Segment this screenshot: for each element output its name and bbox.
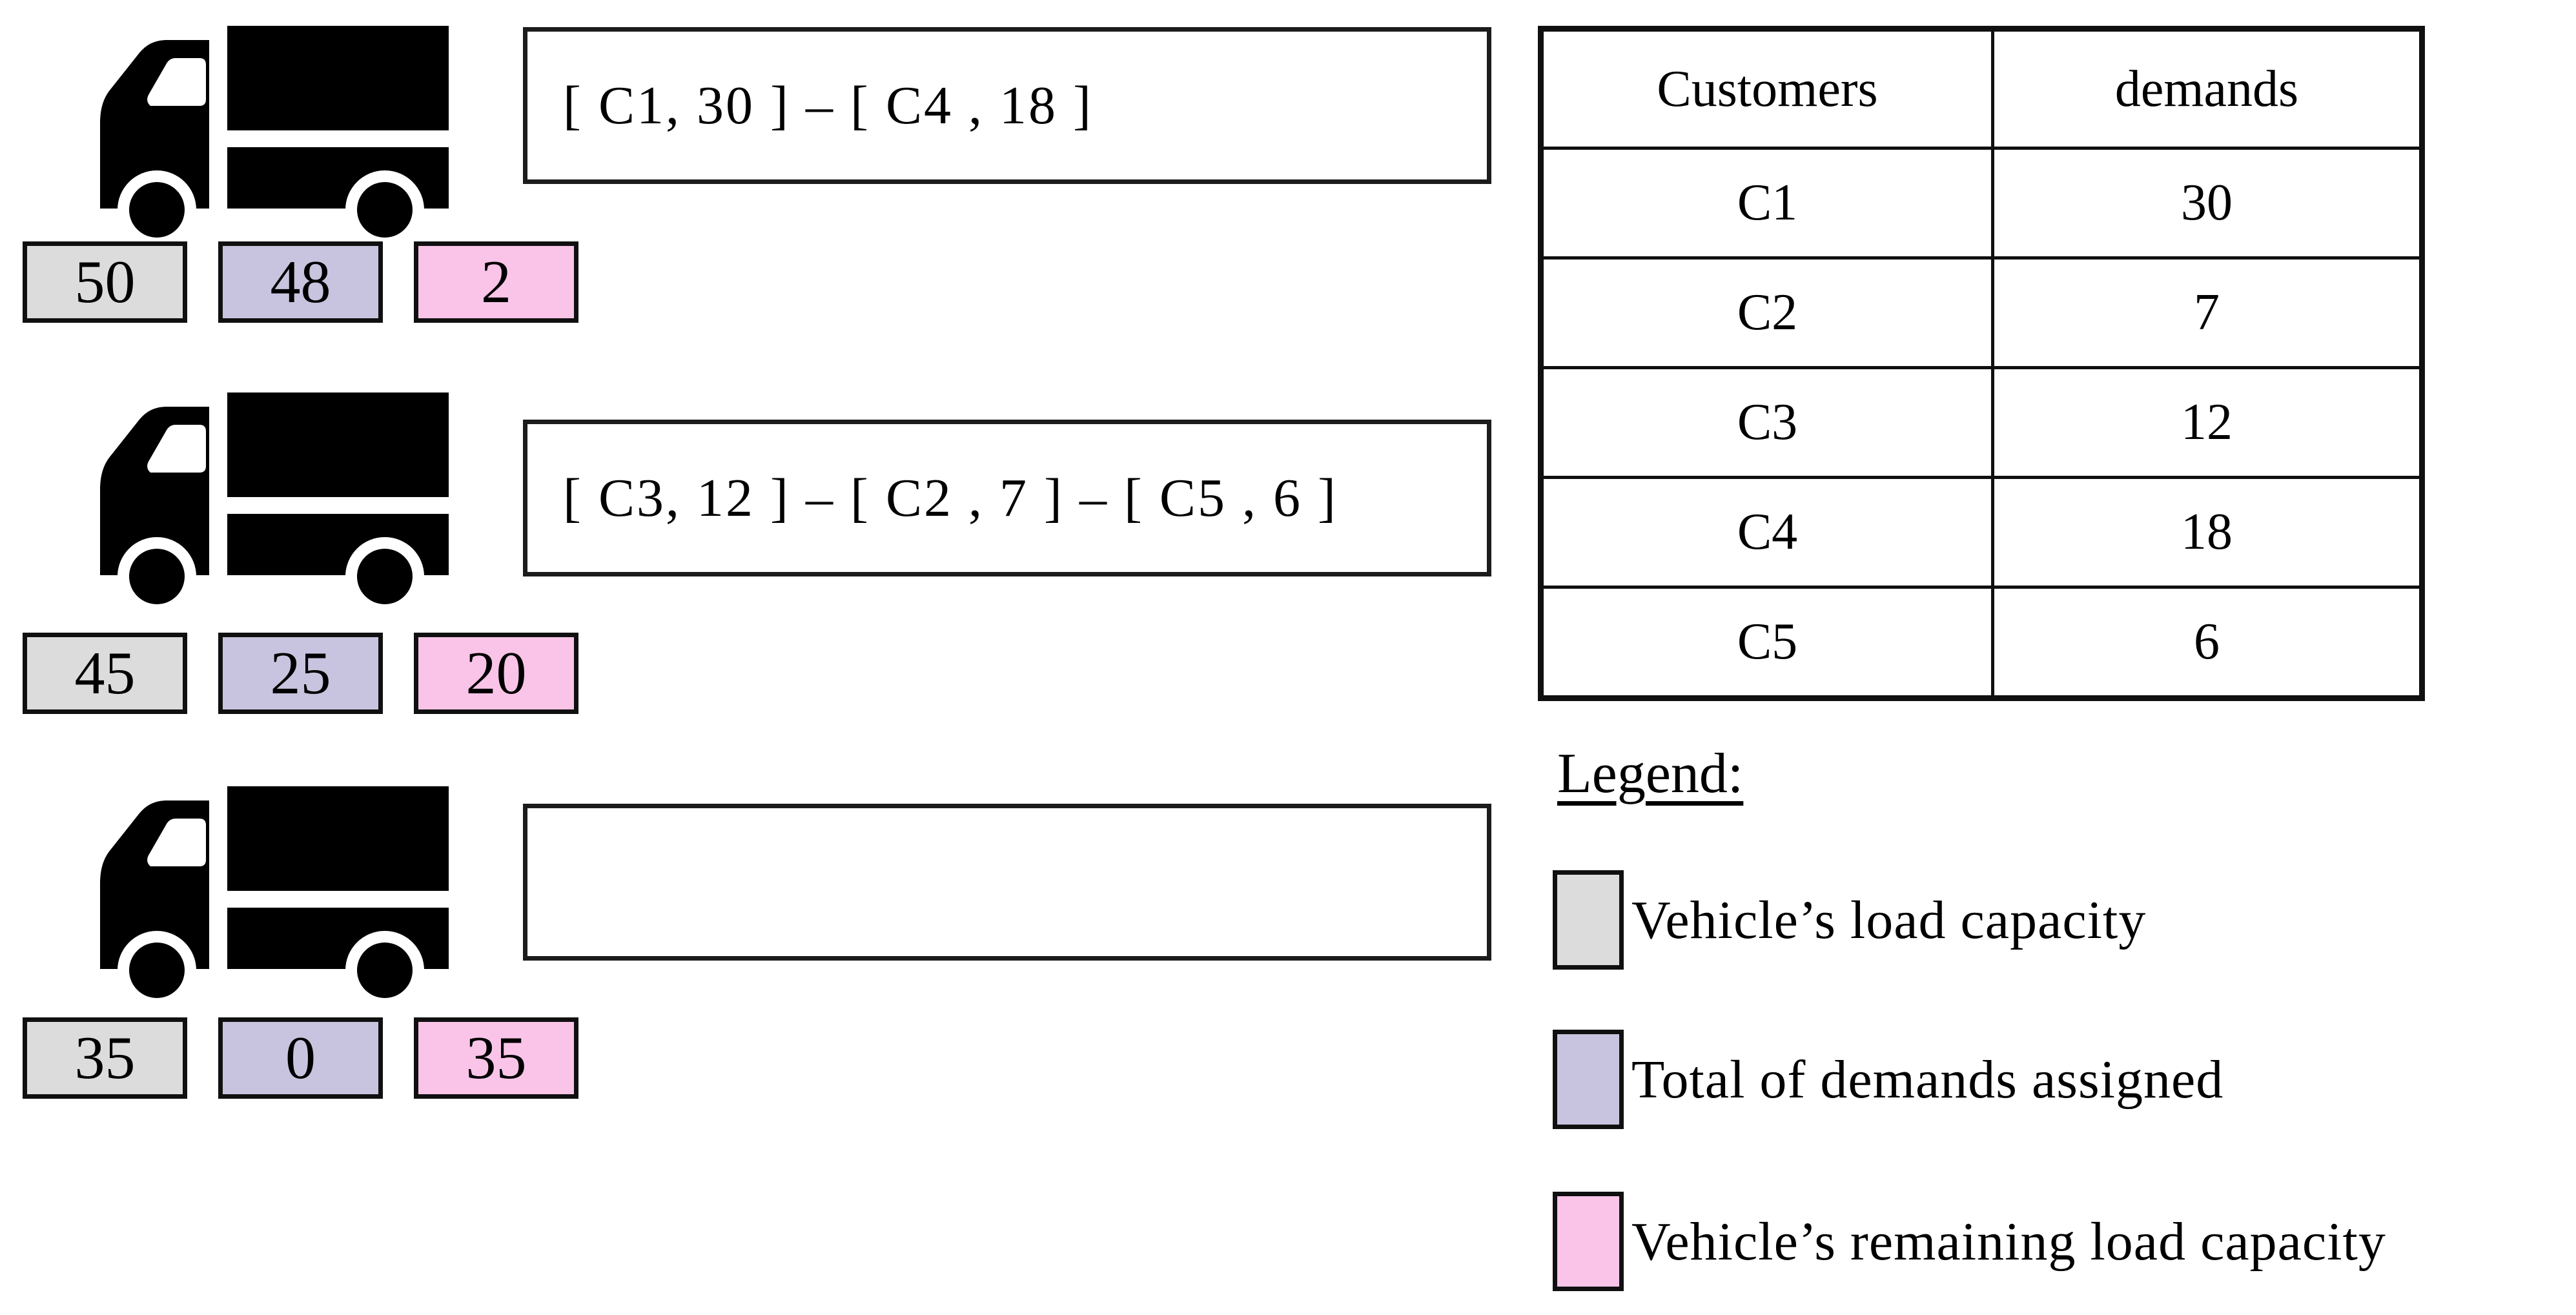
vehicle-3-remaining-capacity-box: 35 bbox=[414, 1017, 578, 1099]
customer-cell: C2 bbox=[1539, 256, 1994, 369]
legend-item-demands-assigned: Total of demands assigned bbox=[1553, 1030, 2223, 1129]
demand-cell: 18 bbox=[1991, 476, 2424, 589]
remaining-capacity-value: 2 bbox=[481, 249, 511, 316]
truck-icon bbox=[100, 26, 449, 239]
table-row: C3 12 bbox=[1539, 366, 2424, 479]
truck-icon bbox=[100, 786, 449, 999]
vehicle-2-remaining-capacity-box: 20 bbox=[414, 633, 578, 714]
demands-assigned-swatch bbox=[1553, 1030, 1624, 1129]
legend-item-load-capacity: Vehicle’s load capacity bbox=[1553, 870, 2146, 970]
remaining-capacity-value: 20 bbox=[465, 640, 527, 707]
vehicle-3-load-capacity-box: 35 bbox=[23, 1017, 187, 1099]
demands-assigned-value: 48 bbox=[270, 249, 331, 316]
legend-label: Total of demands assigned bbox=[1631, 1049, 2224, 1110]
demand-cell: 6 bbox=[1991, 586, 2424, 700]
route-text: [ C1, 30 ] – [ C4 , 18 ] bbox=[563, 76, 1093, 136]
table-row: C4 18 bbox=[1539, 476, 2424, 589]
table-header-row: Customers demands bbox=[1539, 27, 2424, 150]
legend-label: Vehicle’s load capacity bbox=[1631, 890, 2147, 950]
table-row: C5 6 bbox=[1539, 586, 2424, 700]
customers-header: Customers bbox=[1539, 27, 1994, 150]
legend-label: Vehicle’s remaining load capacity bbox=[1631, 1211, 2386, 1272]
vehicle-3-demands-assigned-box: 0 bbox=[218, 1017, 383, 1099]
route-box-vehicle-2: [ C3, 12 ] – [ C2 , 7 ] – [ C5 , 6 ] bbox=[523, 420, 1491, 576]
customer-cell: C5 bbox=[1539, 586, 1994, 700]
vehicle-2-demands-assigned-box: 25 bbox=[218, 633, 383, 714]
load-capacity-swatch bbox=[1553, 870, 1624, 970]
load-capacity-value: 35 bbox=[74, 1024, 136, 1092]
vehicle-1-demands-assigned-box: 48 bbox=[218, 241, 383, 323]
table-row: C2 7 bbox=[1539, 256, 2424, 369]
truck-icon bbox=[100, 392, 449, 606]
legend-title: Legend: bbox=[1557, 742, 1744, 805]
customer-cell: C4 bbox=[1539, 476, 1994, 589]
customer-cell: C1 bbox=[1539, 147, 1994, 260]
table-row: C1 30 bbox=[1539, 147, 2424, 260]
vehicle-1-load-capacity-box: 50 bbox=[23, 241, 187, 323]
demands-header: demands bbox=[1991, 27, 2424, 150]
remaining-capacity-value: 35 bbox=[465, 1024, 527, 1092]
remaining-capacity-swatch bbox=[1553, 1192, 1624, 1291]
customers-demands-table: Customers demands C1 30 C2 7 C3 12 C4 18… bbox=[1538, 26, 2425, 701]
demands-assigned-value: 25 bbox=[270, 640, 331, 707]
demands-assigned-value: 0 bbox=[285, 1024, 316, 1092]
demand-cell: 12 bbox=[1991, 366, 2424, 479]
vehicle-2-load-capacity-box: 45 bbox=[23, 633, 187, 714]
load-capacity-value: 50 bbox=[74, 249, 136, 316]
load-capacity-value: 45 bbox=[74, 640, 136, 707]
demand-cell: 30 bbox=[1991, 147, 2424, 260]
route-box-vehicle-1: [ C1, 30 ] – [ C4 , 18 ] bbox=[523, 27, 1491, 184]
vehicle-1-remaining-capacity-box: 2 bbox=[414, 241, 578, 323]
customer-cell: C3 bbox=[1539, 366, 1994, 479]
route-box-vehicle-3 bbox=[523, 804, 1491, 961]
route-text: [ C3, 12 ] – [ C2 , 7 ] – [ C5 , 6 ] bbox=[563, 468, 1338, 528]
legend-item-remaining-capacity: Vehicle’s remaining load capacity bbox=[1553, 1192, 2386, 1291]
demand-cell: 7 bbox=[1991, 256, 2424, 369]
